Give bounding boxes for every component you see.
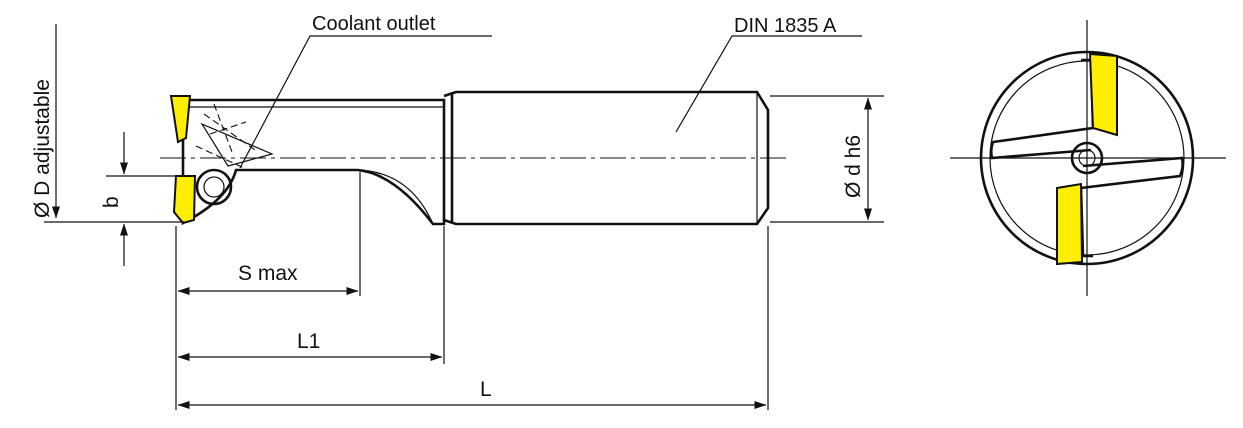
dim-d-label: Ø d h6 [842,135,865,198]
dim-smax-label: S max [238,262,298,285]
dim-D-label: Ø D adjustable [31,79,54,218]
din-label: DIN 1835 A [734,15,837,37]
tool-head-outline [181,98,446,226]
upper-insert [169,95,192,144]
dim-l-label: L [480,378,492,401]
coolant-leader [239,35,492,169]
clamp-screw-inner [203,176,225,198]
dim-l1-label: L1 [297,330,320,353]
end-outer-circle [979,50,1195,266]
upper-flute [989,58,1095,160]
coolant-nozzle [200,122,274,167]
lower-flute [1079,156,1184,258]
coolant-hole-outer [1070,141,1104,175]
clamp-screw-outer [195,168,233,206]
side-view: Ø D adjustable b S max L1 L Ø d h6 Coola… [31,13,884,410]
end-upper-insert [1088,52,1118,137]
end-lower-insert [1056,182,1084,266]
dim-b-label: b [100,196,123,208]
din-leader [675,35,862,133]
coolant-outlet-label: Coolant outlet [312,13,436,35]
chip-groove [357,169,434,225]
coolant-hole-inner [1078,149,1096,167]
coolant-channel-dashed [195,103,259,169]
shank-outline [443,90,770,226]
lower-insert [172,175,197,225]
end-view [950,20,1226,296]
